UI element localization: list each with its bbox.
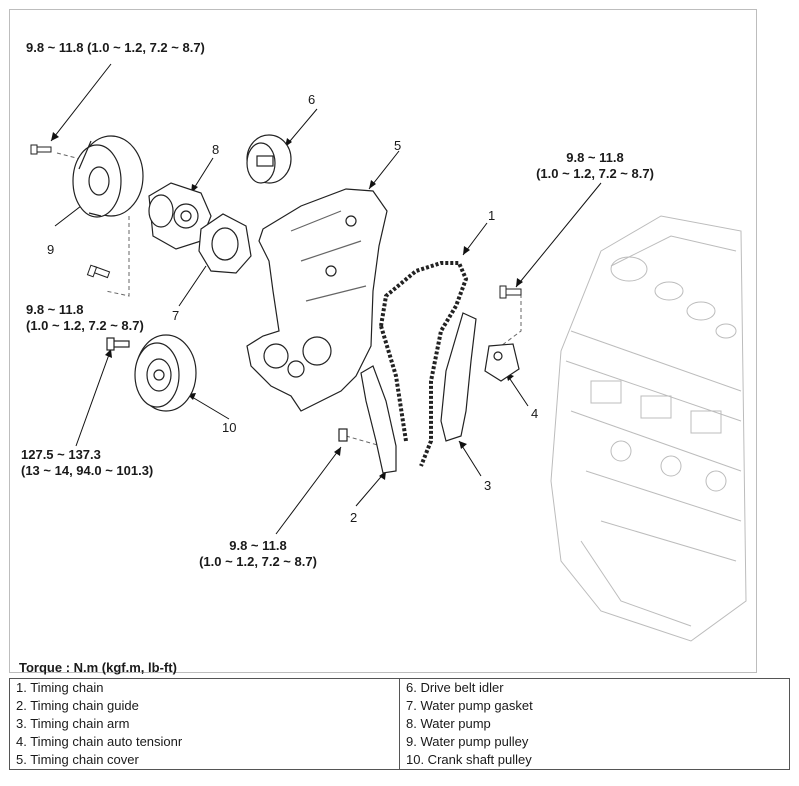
legend-item-7: 7. Water pump gasket (406, 698, 533, 713)
callout-8: 8 (212, 142, 220, 157)
water-pump-pulley-drawing (72, 135, 144, 218)
legend-item-2: 2. Timing chain guide (16, 698, 139, 713)
legend-item-5: 5. Timing chain cover (16, 752, 139, 767)
callout-10: 10 (222, 420, 237, 435)
crank-shaft-pulley-drawing (106, 334, 197, 412)
torque-label-crank-units: (13 ~ 14, 94.0 ~ 101.3) (21, 463, 154, 478)
callout-2: 2 (350, 510, 358, 525)
exploded-diagram: 9.8 ~ 11.8 (1.0 ~ 1.2, 7.2 ~ 8.7) 9.8 ~ … (9, 9, 757, 675)
callout-3: 3 (484, 478, 492, 493)
callout-1: 1 (488, 208, 496, 223)
torque-units-note: Torque : N.m (kgf.m, lb-ft) (19, 660, 177, 675)
bolt-top-left (30, 144, 52, 155)
callout-5: 5 (394, 138, 402, 153)
callout-4: 4 (531, 406, 539, 421)
torque-label-tensioner-bolt: 9.8 ~ 11.8 (1.0 ~ 1.2, 7.2 ~ 8.7) (520, 150, 670, 182)
torque-label-water-pump-value: 9.8 ~ 11.8 (26, 302, 84, 317)
engine-block-sketch (550, 215, 747, 642)
drive-belt-idler-drawing (246, 134, 292, 184)
torque-label-water-pump-pulley-bolt: 9.8 ~ 11.8 (1.0 ~ 1.2, 7.2 ~ 8.7) (26, 40, 205, 55)
torque-label-crank-value: 127.5 ~ 137.3 (21, 447, 101, 462)
legend-item-10: 10. Crank shaft pulley (406, 752, 532, 767)
auto-tensioner-drawing (484, 343, 520, 382)
callout-6: 6 (308, 92, 316, 107)
legend-column-left: 1. Timing chain 2. Timing chain guide 3.… (9, 678, 400, 770)
water-pump-gasket-drawing (198, 213, 252, 274)
legend-item-3: 3. Timing chain arm (16, 716, 130, 731)
legend-item-9: 9. Water pump pulley (406, 734, 529, 749)
legend-column-right: 6. Drive belt idler 7. Water pump gasket… (399, 678, 790, 770)
bolt-right (499, 285, 522, 299)
timing-chain-guide-drawing (338, 365, 397, 474)
torque-label-chain-guide-units: (1.0 ~ 1.2, 7.2 ~ 8.7) (199, 554, 317, 569)
legend-item-1: 1. Timing chain (16, 680, 104, 695)
water-pump-drawing (148, 182, 212, 250)
timing-chain-arm-drawing (440, 312, 477, 442)
bolt-left-middle (86, 264, 111, 279)
callout-9: 9 (47, 242, 55, 257)
torque-label-chain-guide-value: 9.8 ~ 11.8 (229, 538, 287, 553)
legend-item-8: 8. Water pump (406, 716, 491, 731)
diagram-drawing (30, 63, 747, 642)
torque-label-tensioner-value: 9.8 ~ 11.8 (566, 150, 624, 165)
torque-label-chain-guide-bolt: 9.8 ~ 11.8 (1.0 ~ 1.2, 7.2 ~ 8.7) (188, 538, 328, 570)
torque-label-tensioner-units: (1.0 ~ 1.2, 7.2 ~ 8.7) (536, 166, 654, 181)
legend-item-6: 6. Drive belt idler (406, 680, 504, 695)
torque-label-water-pump-bolt: 9.8 ~ 11.8 (1.0 ~ 1.2, 7.2 ~ 8.7) (26, 302, 144, 334)
timing-chain-drawing (379, 261, 469, 467)
callout-7: 7 (172, 308, 180, 323)
torque-label-water-pump-units: (1.0 ~ 1.2, 7.2 ~ 8.7) (26, 318, 144, 333)
legend-item-4: 4. Timing chain auto tensionr (16, 734, 183, 749)
torque-label-crank-pulley-bolt: 127.5 ~ 137.3 (13 ~ 14, 94.0 ~ 101.3) (21, 447, 153, 479)
parts-legend-table: 1. Timing chain 2. Timing chain guide 3.… (9, 678, 790, 770)
timing-chain-cover-drawing (246, 188, 388, 412)
